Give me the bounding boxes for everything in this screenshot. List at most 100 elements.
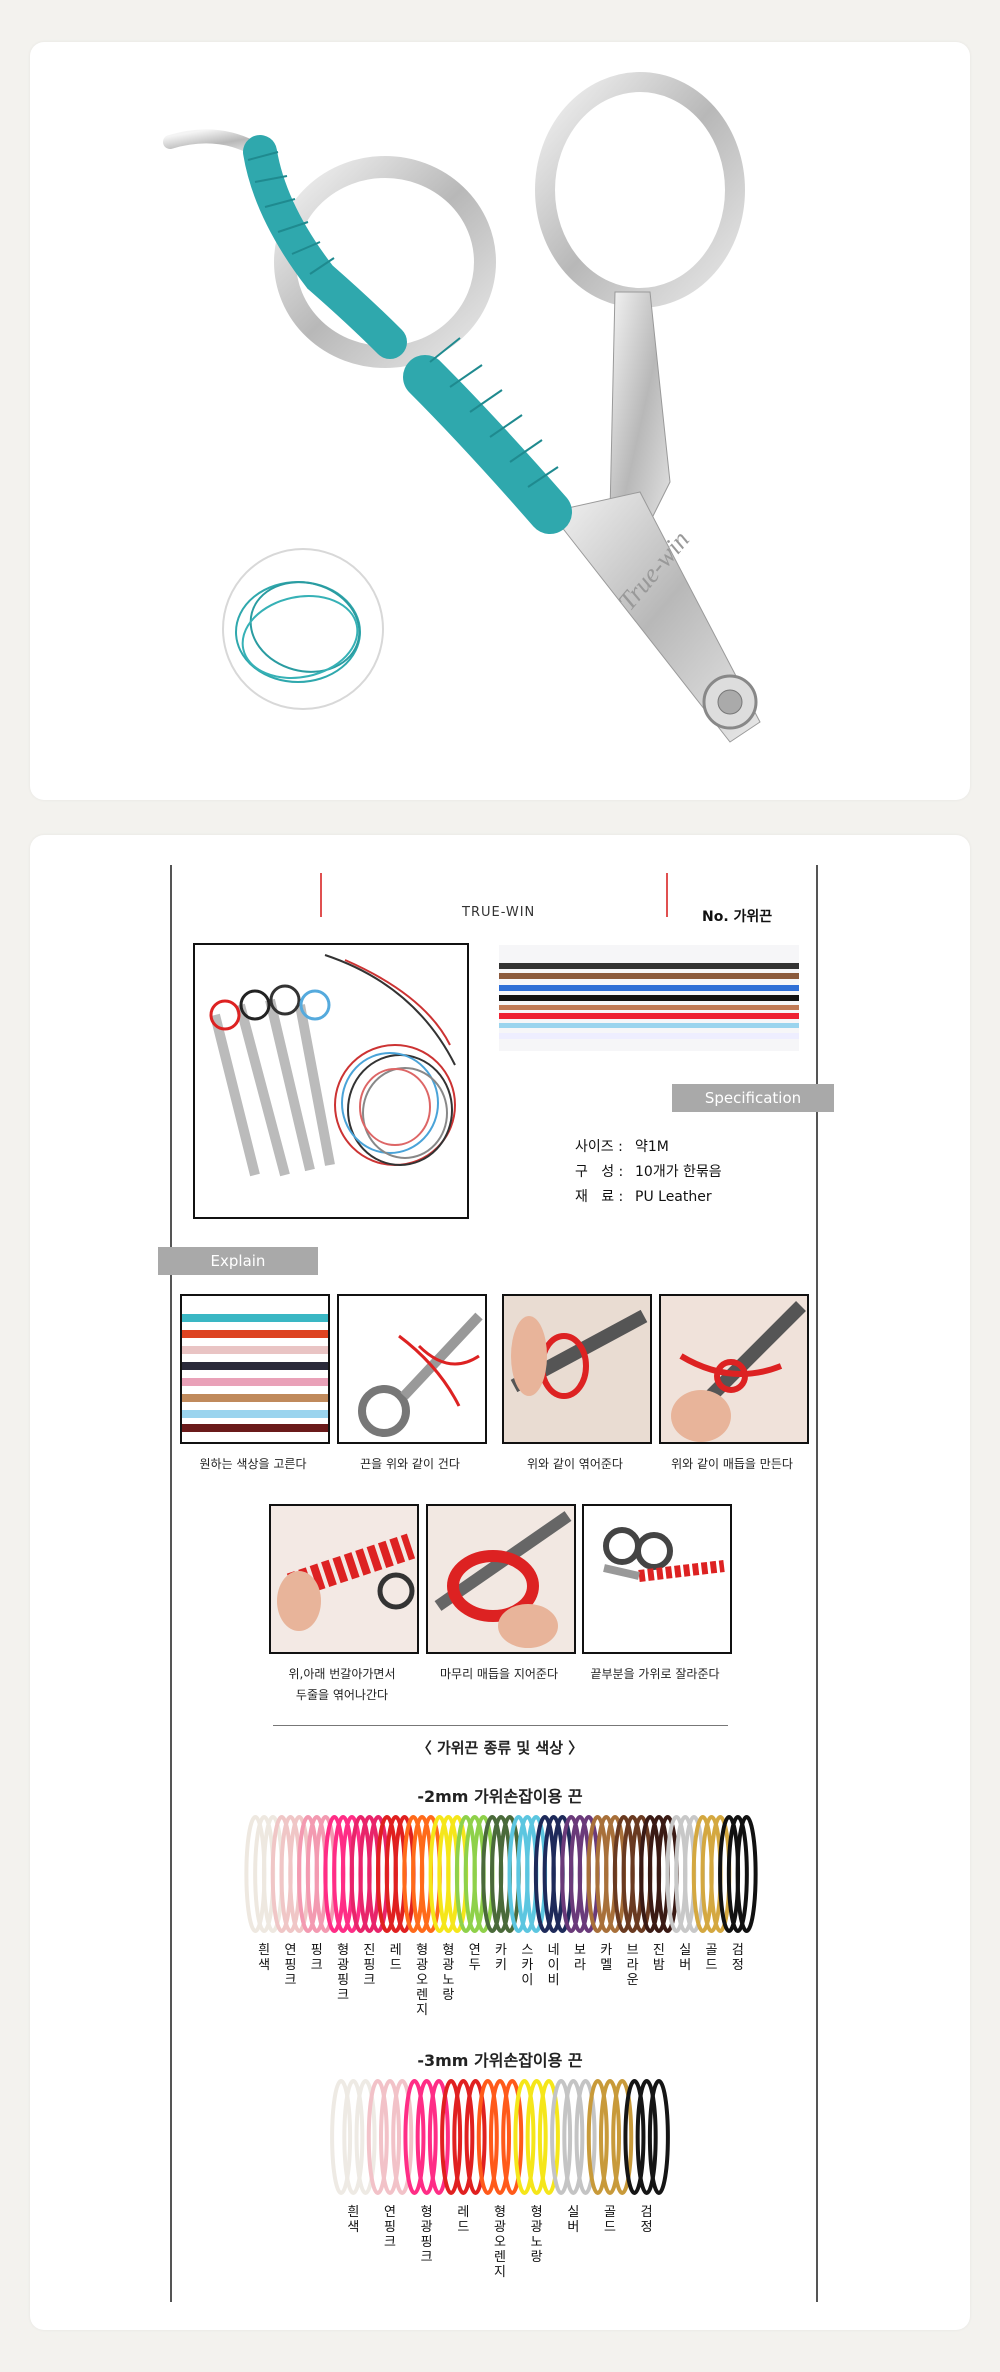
step-7: 끝부분을 가위로 잘라준다: [582, 1504, 745, 1685]
coil-swatch-7: [562, 2079, 585, 2195]
color-label-6: 형광노랑: [530, 2205, 543, 2265]
spec-item-material: 재 료 : PU Leather: [575, 1189, 712, 1205]
coil-swatch-5: [501, 2079, 524, 2195]
color-label-14: 카멜: [600, 1943, 613, 1973]
mm3-coil-swatches: [330, 2079, 670, 2195]
coil-swatch-1: [354, 2079, 377, 2195]
coil-swatch-8: [586, 2079, 609, 2195]
coil-swatch-3: [427, 2079, 450, 2195]
color-label-7: 실버: [567, 2205, 580, 2235]
mm3-title: -3mm 가위손잡이용 끈: [417, 2051, 583, 2070]
color-label-4: 형광핑크: [337, 1943, 350, 2003]
coil-swatch-6: [537, 2079, 560, 2195]
step-6: 마무리 매듭을 지어준다: [426, 1504, 589, 1685]
coil-swatch-7: [574, 2079, 597, 2195]
blade: [549, 491, 761, 743]
step-4: 위와 같이 매듭을 만든다: [659, 1294, 822, 1475]
step-4-caption: 위와 같이 매듭을 만든다: [671, 1457, 793, 1471]
step-3-image: [502, 1294, 652, 1444]
color-label-9: 연두: [468, 1943, 481, 1973]
step-6-image: [426, 1504, 576, 1654]
hero-scissors-illustration: True-win: [163, 72, 761, 743]
left-border-line: [170, 865, 172, 2302]
hero-card: True-win: [30, 42, 970, 800]
step-6-caption: 마무리 매듭을 지어준다: [439, 1667, 559, 1681]
color-label-18: 골드: [705, 1943, 718, 1973]
brand-label: TRUE-WIN: [462, 905, 536, 920]
color-label-2: 연핑크: [384, 2205, 396, 2250]
step-7-caption: 끝부분을 가위로 잘라준다: [590, 1667, 720, 1681]
color-label-11: 스카이: [521, 1943, 534, 1988]
coil-swatch-5: [476, 2079, 499, 2195]
step-1-caption: 원하는 색상을 고른다: [199, 1457, 307, 1471]
color-label-3: 형광핑크: [420, 2205, 433, 2265]
step-1: 원하는 색상을 고른다: [180, 1294, 343, 1475]
product-photo: [193, 943, 469, 1219]
color-label-5: 진핑크: [363, 1943, 376, 1988]
step-2-caption: 끈을 위와 같이 건다: [360, 1457, 460, 1471]
color-label-15: 브라운: [626, 1943, 639, 1988]
step-4-image: [659, 1294, 809, 1444]
coil-swatch-8: [611, 2079, 634, 2195]
coil-swatch-19: [726, 1815, 749, 1933]
product-number: No. 가위끈: [702, 909, 773, 925]
step-5-caption: 위,아래 번갈아가면서 두줄을 엮어나간다: [288, 1667, 396, 1702]
color-label-5: 형광오렌지: [494, 2205, 506, 2280]
explain-tag: Explain: [158, 1247, 318, 1275]
color-label-3: 핑크: [310, 1943, 323, 1973]
color-label-1: 흰색: [258, 1943, 271, 1973]
coil-swatch-9: [623, 2079, 646, 2195]
color-label-10: 카키: [495, 1943, 507, 1973]
coil-swatch-2: [391, 2079, 414, 2195]
step-1-image: [180, 1294, 330, 1444]
cord-inset-circle: [222, 548, 384, 710]
spec-list: 사이즈 : 약1M 구 성 : 10개가 한묶음 재 료 : PU Leathe…: [575, 1135, 722, 1210]
spec-item-size: 사이즈 : 약1M: [575, 1139, 669, 1155]
color-label-1: 흰색: [347, 2205, 360, 2235]
color-label-9: 검정: [640, 2205, 653, 2235]
color-label-2: 연핑크: [284, 1943, 297, 1988]
color-label-17: 실버: [679, 1943, 692, 1973]
color-label-8: 골드: [604, 2205, 616, 2235]
coil-swatch-4: [464, 2079, 487, 2195]
right-border-line: [816, 865, 818, 2302]
section-divider: [273, 1725, 728, 1726]
coil-swatch-2: [366, 2079, 389, 2195]
coil-swatch-8: [599, 2079, 621, 2195]
coil-swatch-3: [415, 2079, 438, 2195]
coil-swatch-6: [525, 2079, 548, 2195]
coil-swatch-1: [330, 2079, 353, 2195]
mm2-coil-swatches: [244, 1815, 758, 1933]
coil-swatch-4: [452, 2079, 475, 2195]
rear-ring: [535, 72, 745, 308]
color-label-16: 진밤: [652, 1943, 665, 1973]
step-2-image: [337, 1294, 487, 1444]
spec-sheet-card: TRUE-WIN No. 가위끈: [30, 835, 970, 2330]
color-label-8: 형광노랑: [442, 1943, 455, 2003]
coil-swatch-9: [647, 2079, 670, 2195]
step-5-image: [269, 1504, 419, 1654]
step-5: 위,아래 번갈아가면서 두줄을 엮어나간다: [269, 1504, 432, 1706]
spec-item-composition: 구 성 : 10개가 한묶음: [575, 1164, 722, 1180]
coil-swatch-3: [403, 2079, 426, 2195]
mm2-title: -2mm 가위손잡이용 끈: [417, 1787, 583, 1806]
color-label-12: 네이비: [547, 1943, 560, 1988]
color-label-6: 레드: [389, 1943, 402, 1973]
coil-swatch-2: [379, 2079, 401, 2195]
wrap-cord-upper: [243, 135, 407, 359]
specification-tag: Specification: [672, 1084, 834, 1112]
coil-swatch-1: [342, 2079, 365, 2195]
color-section-title: 〈 가위끈 종류 및 색상 〉: [416, 1739, 584, 1757]
coil-swatch-4: [440, 2079, 463, 2195]
coil-swatch-5: [489, 2079, 511, 2195]
step-7-image: [582, 1504, 732, 1654]
coil-swatch-9: [635, 2079, 658, 2195]
coil-swatch-19: [735, 1815, 758, 1933]
color-label-7: 형광오렌지: [416, 1943, 429, 2018]
step-2: 끈을 위와 같이 건다: [337, 1294, 500, 1475]
color-label-19: 검정: [731, 1943, 744, 1973]
step-3-caption: 위와 같이 엮어준다: [527, 1457, 623, 1471]
coil-swatch-6: [513, 2079, 536, 2195]
